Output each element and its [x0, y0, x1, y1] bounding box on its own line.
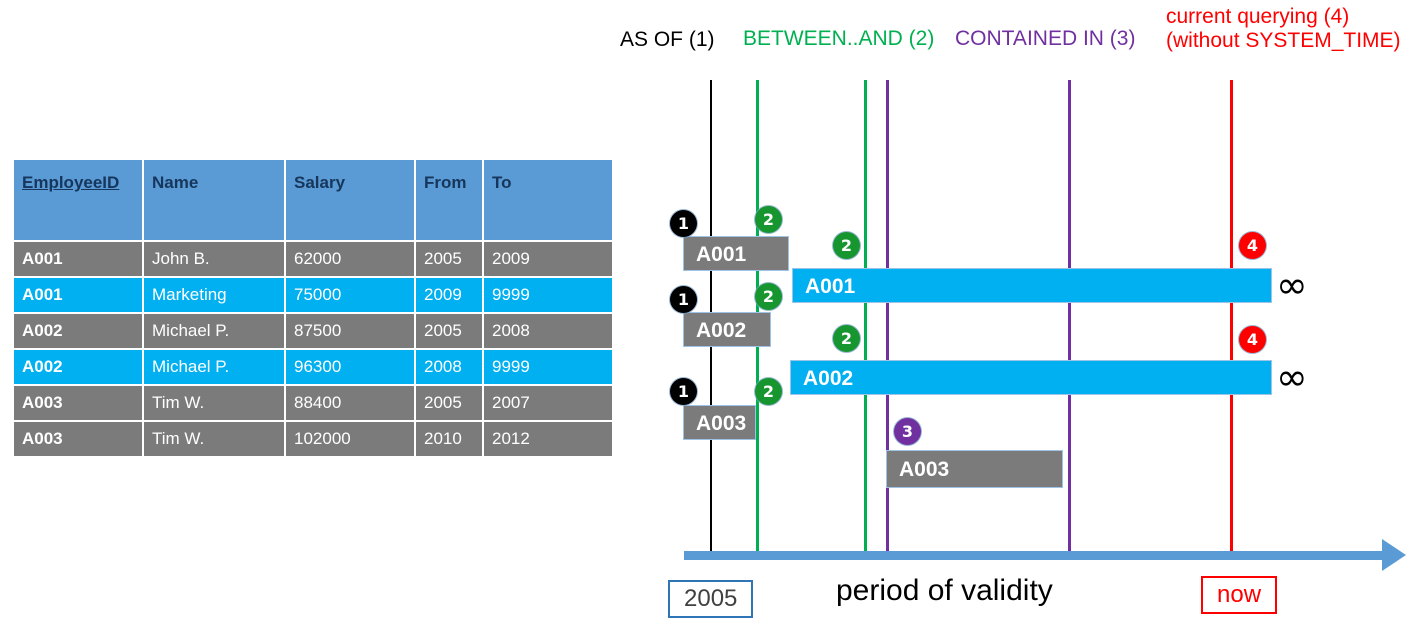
bar-a003-historic-1[interactable]: A003 — [683, 405, 756, 440]
badge-2-a002-start[interactable]: 2 — [755, 283, 782, 310]
badge-2-a003[interactable]: 2 — [755, 378, 782, 405]
badge-4-a001[interactable]: 4 — [1239, 232, 1266, 259]
bar-a001-historic[interactable]: A001 — [683, 236, 789, 271]
cell-name: John B. — [144, 242, 284, 276]
cell-employeeid: A002 — [14, 314, 142, 348]
badge-1-a003[interactable]: 1 — [670, 378, 697, 405]
axis-start-label: 2005 — [668, 580, 754, 618]
bar-a003-historic-2[interactable]: A003 — [886, 450, 1063, 488]
cell-from: 2008 — [416, 350, 482, 384]
table-row[interactable]: A001 John B. 62000 2005 2009 — [14, 242, 612, 276]
cell-employeeid: A001 — [14, 278, 142, 312]
employee-history-table: EmployeeID Name Salary From To A001 John… — [12, 158, 614, 458]
guideline-now — [1230, 80, 1233, 558]
cell-name: Marketing — [144, 278, 284, 312]
cell-employeeid: A003 — [14, 386, 142, 420]
table-row[interactable]: A003 Tim W. 88400 2005 2007 — [14, 386, 612, 420]
axis-title: period of validity — [836, 574, 1053, 607]
column-header-employeeid[interactable]: EmployeeID — [14, 160, 142, 240]
table-body: A001 John B. 62000 2005 2009 A001 Market… — [14, 242, 612, 456]
cell-salary: 102000 — [286, 422, 414, 456]
legend-current-querying-line2: (without SYSTEM_TIME) — [1166, 28, 1401, 52]
bar-a002-current[interactable]: A002 — [790, 360, 1272, 395]
guideline-contained-start — [886, 80, 889, 558]
cell-to: 2008 — [484, 314, 612, 348]
cell-salary: 87500 — [286, 314, 414, 348]
badge-2-a001-end[interactable]: 2 — [833, 232, 860, 259]
table-row[interactable]: A002 Michael P. 87500 2005 2008 — [14, 314, 612, 348]
column-header-name[interactable]: Name — [144, 160, 284, 240]
cell-name: Michael P. — [144, 314, 284, 348]
badge-1-a001[interactable]: 1 — [670, 210, 697, 237]
cell-from: 2010 — [416, 422, 482, 456]
legend-contained-in: CONTAINED IN (3) — [955, 27, 1136, 50]
cell-from: 2005 — [416, 386, 482, 420]
axis-now-label: now — [1201, 576, 1278, 614]
infinity-icon-a002: ∞ — [1276, 355, 1308, 399]
badge-4-a002[interactable]: 4 — [1239, 326, 1266, 353]
legend-between-and: BETWEEN..AND (2) — [743, 27, 935, 50]
cell-from: 2009 — [416, 278, 482, 312]
column-header-salary[interactable]: Salary — [286, 160, 414, 240]
cell-employeeid: A002 — [14, 350, 142, 384]
cell-name: Tim W. — [144, 422, 284, 456]
guideline-contained-end — [1068, 80, 1071, 558]
cell-salary: 75000 — [286, 278, 414, 312]
cell-from: 2005 — [416, 314, 482, 348]
cell-name: Michael P. — [144, 350, 284, 384]
infinity-icon-a001: ∞ — [1276, 263, 1308, 307]
cell-from: 2005 — [416, 242, 482, 276]
cell-to: 9999 — [484, 350, 612, 384]
legend-current-querying: current querying (4) (without SYSTEM_TIM… — [1166, 5, 1401, 52]
timeline-axis — [684, 551, 1384, 560]
guideline-between-end — [864, 80, 867, 558]
table-row[interactable]: A002 Michael P. 96300 2008 9999 — [14, 350, 612, 384]
cell-to: 2009 — [484, 242, 612, 276]
cell-name: Tim W. — [144, 386, 284, 420]
column-header-from[interactable]: From — [416, 160, 482, 240]
cell-to: 2007 — [484, 386, 612, 420]
cell-employeeid: A003 — [14, 422, 142, 456]
cell-to: 9999 — [484, 278, 612, 312]
bar-a002-historic[interactable]: A002 — [683, 312, 771, 347]
table-header-row: EmployeeID Name Salary From To — [14, 160, 612, 240]
badge-1-a002[interactable]: 1 — [670, 286, 697, 313]
legend-as-of: AS OF (1) — [620, 28, 715, 51]
timeline-arrow-icon — [1382, 539, 1406, 571]
cell-salary: 96300 — [286, 350, 414, 384]
legend-current-querying-line1: current querying (4) — [1166, 5, 1350, 28]
table-row[interactable]: A003 Tim W. 102000 2010 2012 — [14, 422, 612, 456]
column-header-to[interactable]: To — [484, 160, 612, 240]
bar-a001-current[interactable]: A001 — [792, 268, 1272, 303]
badge-3-a003[interactable]: 3 — [894, 418, 921, 445]
badge-2-a001-start[interactable]: 2 — [755, 206, 782, 233]
table-row[interactable]: A001 Marketing 75000 2009 9999 — [14, 278, 612, 312]
cell-employeeid: A001 — [14, 242, 142, 276]
cell-salary: 62000 — [286, 242, 414, 276]
cell-to: 2012 — [484, 422, 612, 456]
cell-salary: 88400 — [286, 386, 414, 420]
badge-2-a002-end[interactable]: 2 — [833, 325, 860, 352]
table-header: EmployeeID Name Salary From To — [14, 160, 612, 240]
